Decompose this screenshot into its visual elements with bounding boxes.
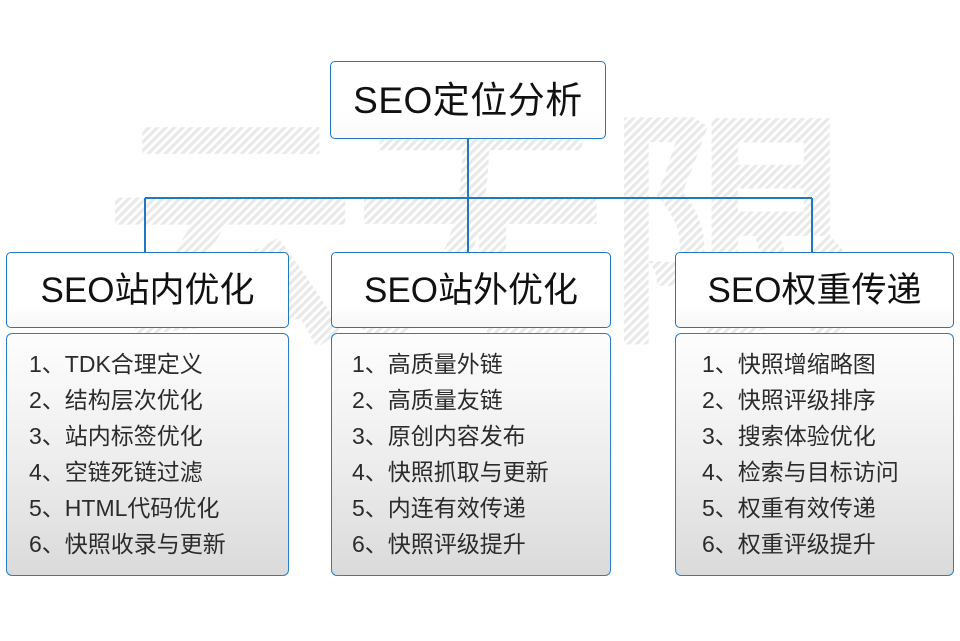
list-item-label: 权重有效传递 bbox=[737, 495, 876, 521]
list-item-label: 快照增缩略图 bbox=[737, 351, 876, 377]
list-item-number: 2、 bbox=[29, 387, 65, 413]
list-item: 4、 快照抓取与更新 bbox=[352, 454, 610, 490]
branch-header-label-2: SEO权重传递 bbox=[707, 270, 922, 310]
branch-column-seo-offsite: SEO站外优化 1、 高质量外链 2、 高质量友链 3、 原创内容发布 4、 快 bbox=[331, 252, 611, 576]
list-item-label: 快照抓取与更新 bbox=[387, 459, 549, 485]
branch-list-1: 1、 高质量外链 2、 高质量友链 3、 原创内容发布 4、 快照抓取与更新 5… bbox=[332, 346, 610, 562]
list-item-number: 1、 bbox=[29, 351, 65, 377]
list-item: 5、 HTML代码优化 bbox=[29, 490, 288, 526]
list-item-label: 权重评级提升 bbox=[737, 531, 876, 557]
list-item-number: 1、 bbox=[702, 351, 738, 377]
list-item-label: HTML代码优化 bbox=[64, 495, 220, 521]
list-item: 2、 快照评级排序 bbox=[702, 382, 953, 418]
list-item-number: 4、 bbox=[29, 459, 65, 485]
list-item-label: 内连有效传递 bbox=[387, 495, 526, 521]
list-item-label: TDK合理定义 bbox=[64, 351, 203, 377]
list-item-label: 检索与目标访问 bbox=[737, 459, 899, 485]
list-item: 1、 快照增缩略图 bbox=[702, 346, 953, 382]
list-item: 1、 TDK合理定义 bbox=[29, 346, 288, 382]
list-item: 6、 快照收录与更新 bbox=[29, 526, 288, 562]
list-item: 3、 搜索体验优化 bbox=[702, 418, 953, 454]
list-item-label: 快照收录与更新 bbox=[64, 531, 226, 557]
list-item-label: 搜索体验优化 bbox=[737, 423, 876, 449]
list-item-label: 站内标签优化 bbox=[64, 423, 203, 449]
list-item-number: 4、 bbox=[352, 459, 388, 485]
list-item: 2、 高质量友链 bbox=[352, 382, 610, 418]
list-item-label: 空链死链过滤 bbox=[64, 459, 203, 485]
page-title: SEO定位分析 bbox=[353, 79, 583, 121]
list-item-label: 高质量外链 bbox=[387, 351, 503, 377]
branch-column-seo-onsite: SEO站内优化 1、 TDK合理定义 2、 结构层次优化 3、 站内标签优化 4… bbox=[6, 252, 289, 576]
list-item: 3、 原创内容发布 bbox=[352, 418, 610, 454]
list-item: 6、 快照评级提升 bbox=[352, 526, 610, 562]
list-item: 5、 权重有效传递 bbox=[702, 490, 953, 526]
list-item-number: 6、 bbox=[702, 531, 738, 557]
list-item-number: 5、 bbox=[702, 495, 738, 521]
list-item: 4、 检索与目标访问 bbox=[702, 454, 953, 490]
list-item-number: 5、 bbox=[29, 495, 65, 521]
branch-list-0: 1、 TDK合理定义 2、 结构层次优化 3、 站内标签优化 4、 空链死链过滤… bbox=[7, 346, 288, 562]
list-item-label: 快照评级提升 bbox=[387, 531, 526, 557]
list-item-number: 4、 bbox=[702, 459, 738, 485]
list-item-label: 快照评级排序 bbox=[737, 387, 876, 413]
list-item-number: 3、 bbox=[702, 423, 738, 449]
list-item-number: 6、 bbox=[352, 531, 388, 557]
branch-body-0: 1、 TDK合理定义 2、 结构层次优化 3、 站内标签优化 4、 空链死链过滤… bbox=[6, 333, 289, 576]
branch-header-label-1: SEO站外优化 bbox=[364, 270, 578, 310]
branch-list-2: 1、 快照增缩略图 2、 快照评级排序 3、 搜索体验优化 4、 检索与目标访问… bbox=[676, 346, 953, 562]
diagram-title-box: SEO定位分析 bbox=[330, 61, 606, 139]
list-item-label: 高质量友链 bbox=[387, 387, 503, 413]
list-item: 4、 空链死链过滤 bbox=[29, 454, 288, 490]
list-item: 5、 内连有效传递 bbox=[352, 490, 610, 526]
branch-column-seo-weight: SEO权重传递 1、 快照增缩略图 2、 快照评级排序 3、 搜索体验优化 4、 bbox=[675, 252, 954, 576]
branch-body-1: 1、 高质量外链 2、 高质量友链 3、 原创内容发布 4、 快照抓取与更新 5… bbox=[331, 333, 611, 576]
branch-header-label-0: SEO站内优化 bbox=[40, 270, 255, 310]
list-item-number: 3、 bbox=[352, 423, 388, 449]
list-item-number: 3、 bbox=[29, 423, 65, 449]
list-item-number: 1、 bbox=[352, 351, 388, 377]
list-item-number: 2、 bbox=[702, 387, 738, 413]
list-item-label: 原创内容发布 bbox=[387, 423, 526, 449]
list-item: 6、 权重评级提升 bbox=[702, 526, 953, 562]
branch-header-1: SEO站外优化 bbox=[331, 252, 611, 328]
list-item-number: 6、 bbox=[29, 531, 65, 557]
list-item: 1、 高质量外链 bbox=[352, 346, 610, 382]
list-item-label: 结构层次优化 bbox=[64, 387, 203, 413]
list-item-number: 5、 bbox=[352, 495, 388, 521]
branch-header-0: SEO站内优化 bbox=[6, 252, 289, 328]
branch-body-2: 1、 快照增缩略图 2、 快照评级排序 3、 搜索体验优化 4、 检索与目标访问… bbox=[675, 333, 954, 576]
list-item: 3、 站内标签优化 bbox=[29, 418, 288, 454]
list-item-number: 2、 bbox=[352, 387, 388, 413]
list-item: 2、 结构层次优化 bbox=[29, 382, 288, 418]
branch-header-2: SEO权重传递 bbox=[675, 252, 954, 328]
